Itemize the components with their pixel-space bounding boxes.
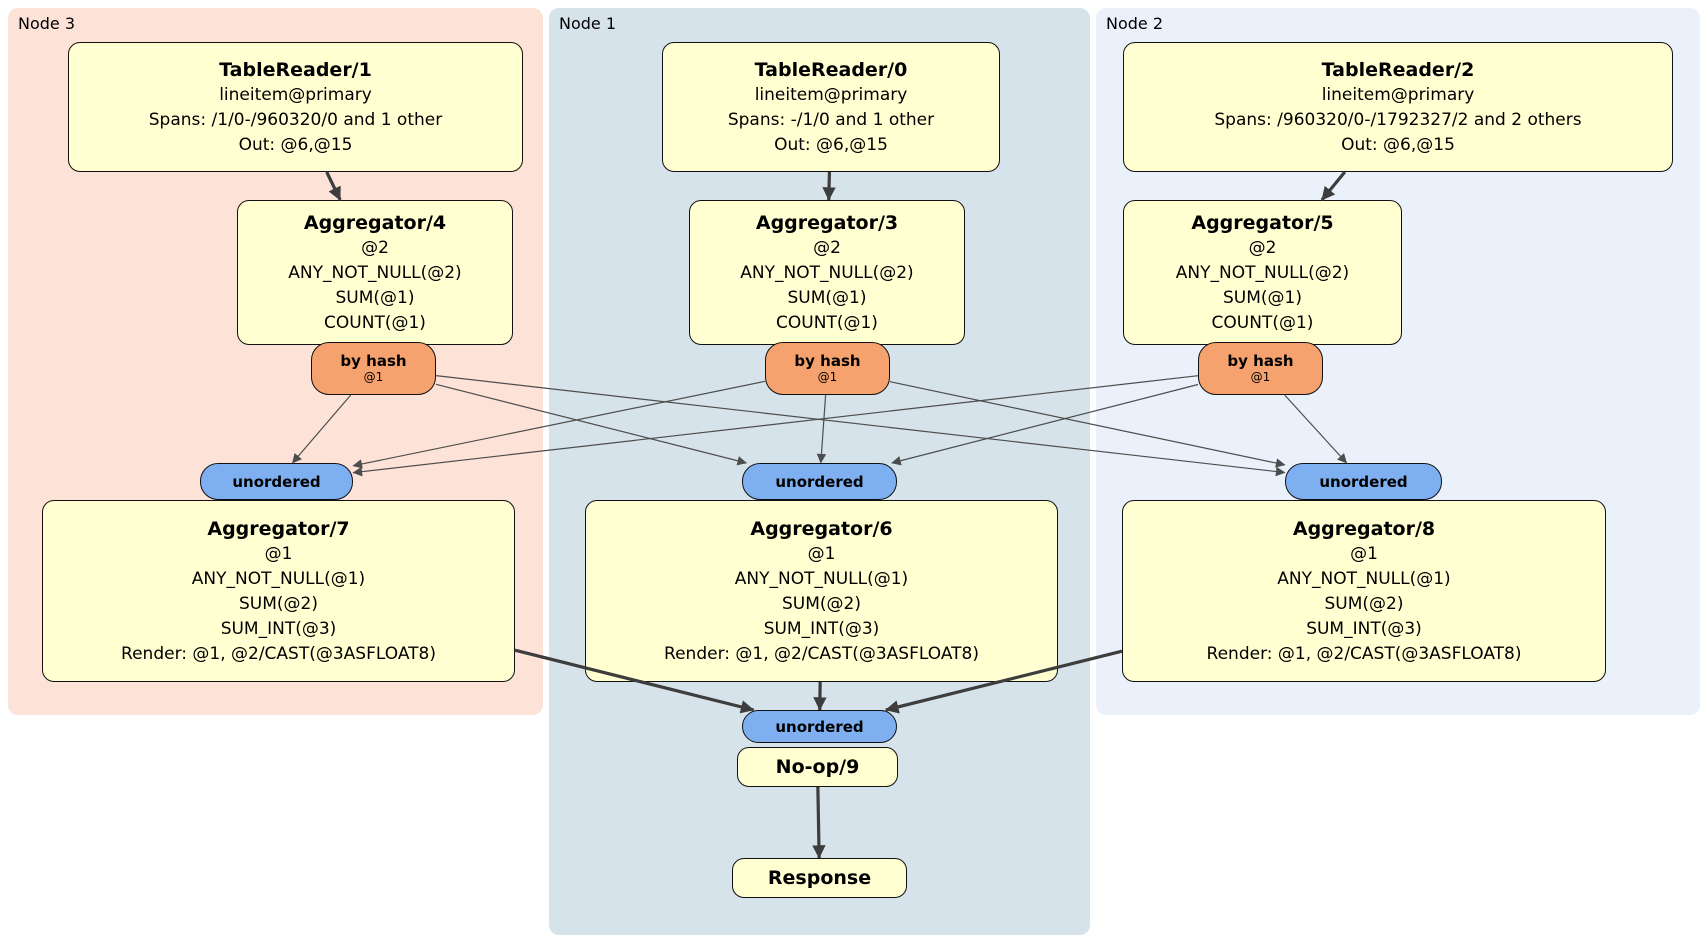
processor-detail-line: Render: @1, @2/CAST(@3ASFLOAT8) <box>664 643 979 664</box>
processor-title: Aggregator/6 <box>750 517 893 540</box>
processor-detail-line: SUM(@2) <box>1324 593 1404 614</box>
processor-aggregator-3: Aggregator/3 @2 ANY_NOT_NULL(@2) SUM(@1)… <box>689 200 965 345</box>
stream-unordered-7: unordered <box>200 463 353 500</box>
processor-detail-line: lineitem@primary <box>1321 84 1475 105</box>
router-by-hash-5: by hash @1 <box>1198 342 1323 395</box>
processor-detail-line: Out: @6,@15 <box>1341 134 1455 155</box>
processor-detail-line: Out: @6,@15 <box>238 134 353 155</box>
processor-aggregator-6: Aggregator/6 @1 ANY_NOT_NULL(@1) SUM(@2)… <box>585 500 1058 682</box>
router-by-hash-4: by hash @1 <box>311 342 436 395</box>
processor-detail-line: ANY_NOT_NULL(@2) <box>740 262 914 283</box>
processor-tablereader-2: TableReader/2 lineitem@primary Spans: /9… <box>1123 42 1673 172</box>
processor-detail-line: ANY_NOT_NULL(@1) <box>191 568 366 589</box>
stream-label: unordered <box>232 472 321 491</box>
processor-detail-line: @2 <box>361 237 389 258</box>
processor-detail-line: @1 <box>807 543 836 564</box>
processor-title: No-op/9 <box>775 756 860 778</box>
processor-detail-line: SUM(@1) <box>787 287 867 308</box>
processor-aggregator-5: Aggregator/5 @2 ANY_NOT_NULL(@2) SUM(@1)… <box>1123 200 1402 345</box>
processor-detail-line: @1 <box>1350 543 1378 564</box>
stream-unordered-6: unordered <box>742 463 897 500</box>
router-detail: @1 <box>363 370 384 384</box>
router-label: by hash <box>794 352 861 370</box>
processor-aggregator-8: Aggregator/8 @1 ANY_NOT_NULL(@1) SUM(@2)… <box>1122 500 1606 682</box>
processor-detail-line: SUM(@1) <box>335 287 415 308</box>
processor-detail-line: lineitem@primary <box>754 84 908 105</box>
processor-detail-line: SUM_INT(@3) <box>763 618 880 639</box>
processor-detail-line: COUNT(@1) <box>776 312 878 333</box>
processor-detail-line: COUNT(@1) <box>324 312 426 333</box>
processor-title: Aggregator/3 <box>755 211 899 234</box>
stream-label: unordered <box>1319 472 1408 491</box>
processor-detail-line: ANY_NOT_NULL(@1) <box>1277 568 1451 589</box>
processor-tablereader-1: TableReader/1 lineitem@primary Spans: /1… <box>68 42 523 172</box>
processor-noop-9: No-op/9 <box>737 747 898 787</box>
processor-detail-line: lineitem@primary <box>219 84 372 105</box>
processor-detail-line: Render: @1, @2/CAST(@3ASFLOAT8) <box>1206 643 1522 664</box>
router-label: by hash <box>1227 352 1294 370</box>
processor-detail-line: ANY_NOT_NULL(@2) <box>288 262 462 283</box>
processor-title: Response <box>767 867 872 889</box>
processor-detail-line: SUM(@1) <box>1223 287 1302 308</box>
stream-unordered-8: unordered <box>1285 463 1442 500</box>
processor-detail-line: ANY_NOT_NULL(@1) <box>734 568 909 589</box>
processor-detail-line: SUM(@2) <box>782 593 861 614</box>
router-label: by hash <box>340 352 407 370</box>
stream-unordered-final: unordered <box>742 710 897 743</box>
group-node-2-label: Node 2 <box>1106 14 1164 33</box>
processor-detail-line: COUNT(@1) <box>1211 312 1314 333</box>
processor-title: Aggregator/8 <box>1292 517 1436 540</box>
processor-tablereader-0: TableReader/0 lineitem@primary Spans: -/… <box>662 42 1000 172</box>
processor-detail-line: SUM_INT(@3) <box>220 618 337 639</box>
processor-title: TableReader/1 <box>219 58 372 81</box>
processor-detail-line: SUM_INT(@3) <box>1306 618 1422 639</box>
processor-aggregator-4: Aggregator/4 @2 ANY_NOT_NULL(@2) SUM(@1)… <box>237 200 513 345</box>
processor-detail-line: Spans: /1/0-/960320/0 and 1 other <box>148 109 443 130</box>
stream-label: unordered <box>775 717 864 736</box>
router-detail: @1 <box>817 370 838 384</box>
router-by-hash-3: by hash @1 <box>765 342 890 395</box>
processor-title: Aggregator/4 <box>303 211 447 234</box>
processor-response: Response <box>732 858 907 898</box>
stream-label: unordered <box>775 472 864 491</box>
processor-detail-line: Spans: /960320/0-/1792327/2 and 2 others <box>1214 109 1582 130</box>
processor-detail-line: ANY_NOT_NULL(@2) <box>1175 262 1350 283</box>
processor-aggregator-7: Aggregator/7 @1 ANY_NOT_NULL(@1) SUM(@2)… <box>42 500 515 682</box>
group-node-3-label: Node 3 <box>18 14 76 33</box>
router-detail: @1 <box>1250 370 1271 384</box>
processor-title: TableReader/0 <box>754 58 908 81</box>
processor-detail-line: Render: @1, @2/CAST(@3ASFLOAT8) <box>121 643 436 664</box>
processor-detail-line: SUM(@2) <box>239 593 318 614</box>
processor-title: Aggregator/7 <box>207 517 350 540</box>
group-node-1-label: Node 1 <box>559 14 617 33</box>
processor-detail-line: @2 <box>1248 237 1277 258</box>
processor-detail-line: Out: @6,@15 <box>774 134 888 155</box>
processor-detail-line: @1 <box>264 543 293 564</box>
processor-title: Aggregator/5 <box>1191 211 1334 234</box>
processor-detail-line: Spans: -/1/0 and 1 other <box>727 109 935 130</box>
processor-detail-line: @2 <box>813 237 841 258</box>
processor-title: TableReader/2 <box>1321 58 1475 81</box>
